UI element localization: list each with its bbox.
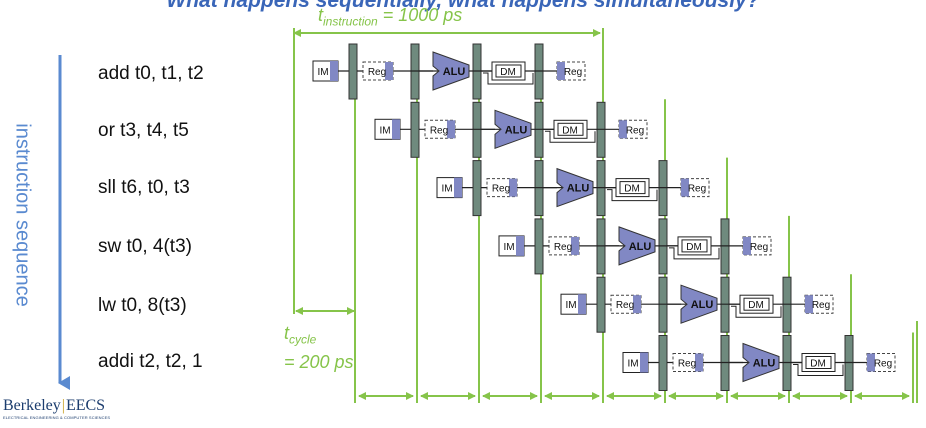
alu-block — [494, 109, 532, 150]
dm-block — [677, 236, 712, 256]
dm-block — [615, 178, 650, 198]
dm-label: DM — [624, 184, 640, 195]
reg-write-shade — [619, 120, 627, 139]
alu-label: ALU — [629, 241, 652, 253]
reg-write-shade — [557, 62, 565, 80]
dm-block — [801, 353, 836, 372]
reg-read-label: Reg — [430, 125, 448, 136]
dm-label: DM — [810, 359, 826, 370]
alu-label: ALU — [443, 66, 466, 78]
reg-write-shade — [805, 295, 813, 314]
dm-block — [739, 294, 774, 314]
dm-bypass-wire — [793, 364, 844, 376]
im-label: IM — [565, 300, 576, 311]
pipeline-register-1 — [596, 276, 606, 333]
dm-inner — [557, 122, 584, 136]
dm-block — [553, 119, 588, 139]
dm-inner — [805, 356, 832, 369]
dm-label: DM — [686, 242, 702, 253]
instruction-label-3: sll t6, t0, t3 — [98, 177, 190, 198]
reg-read-shade — [447, 120, 455, 139]
t-instruction-label: tinstruction = 1000 ps — [318, 5, 463, 29]
pipeline-row-5: IM Reg ALU DM Reg — [560, 276, 834, 333]
reg-read-label: Reg — [368, 67, 386, 78]
pipeline-row-2: IM Reg ALU DM Reg — [374, 101, 648, 158]
reg-write-shade — [681, 178, 689, 197]
instruction-label-2: or t3, t4, t5 — [98, 120, 189, 141]
im-block-shade — [516, 235, 524, 256]
reg-read-label: Reg — [616, 300, 634, 311]
alu-label: ALU — [505, 124, 528, 136]
alu-block — [556, 167, 594, 208]
pipeline-row-4: IM Reg ALU DM Reg — [498, 218, 772, 275]
pipeline-row-1: IM Reg ALU DM Reg — [312, 43, 586, 100]
alu-label: ALU — [691, 299, 714, 311]
alu-block — [432, 51, 470, 91]
reg-read-shade — [509, 178, 517, 197]
pipeline-register-1 — [658, 335, 668, 391]
dm-bypass-wire — [607, 189, 658, 202]
reg-write-label: Reg — [874, 359, 892, 370]
instruction-label-4: sw t0, 4(t3) — [98, 236, 192, 257]
alu-block — [618, 226, 656, 266]
dm-label: DM — [500, 67, 516, 78]
reg-read-shade — [571, 236, 579, 255]
reg-read-shade — [695, 353, 703, 372]
reg-write-label: Reg — [688, 184, 706, 195]
reg-read-shade — [633, 295, 641, 314]
im-label: IM — [441, 184, 452, 195]
reg-read-label: Reg — [492, 184, 510, 195]
reg-write-label: Reg — [626, 125, 644, 136]
berkeley-eecs-logo: Berkeley|EECS ELECTRICAL ENGINEERING & C… — [3, 397, 111, 420]
reg-write-shade — [743, 236, 751, 255]
reg-write-label: Reg — [750, 242, 768, 253]
im-label: IM — [503, 242, 514, 253]
dm-bypass-wire — [483, 72, 534, 85]
im-label: IM — [627, 359, 638, 370]
pipeline-register-1 — [472, 160, 482, 217]
headline: What happens sequentially, what happens … — [166, 0, 760, 12]
reg-read-label: Reg — [554, 242, 572, 253]
reg-read-shade — [385, 62, 393, 80]
dm-bypass-wire — [731, 305, 782, 318]
im-label: IM — [379, 125, 390, 136]
pipeline-register-1 — [534, 218, 544, 275]
im-label: IM — [317, 67, 328, 78]
reg-write-label: Reg — [564, 67, 582, 78]
instruction-label-5: lw t0, 8(t3) — [98, 295, 187, 316]
im-block-shade — [392, 119, 400, 140]
dm-inner — [681, 239, 708, 253]
im-block-shade — [578, 294, 586, 315]
pipeline-register-1 — [410, 101, 420, 158]
alu-block — [680, 284, 718, 324]
dm-block — [491, 61, 526, 81]
im-block-shade — [640, 352, 648, 373]
dm-inner — [743, 297, 770, 311]
reg-write-shade — [867, 353, 875, 372]
dm-label: DM — [748, 300, 764, 311]
im-block-shade — [330, 61, 338, 81]
pipeline-register-1 — [348, 43, 358, 100]
instruction-label-6: addi t2, t2, 1 — [98, 351, 203, 372]
dm-bypass-wire — [545, 130, 596, 143]
pipeline-row-3: IM Reg ALU DM Reg — [436, 160, 710, 217]
t-cycle-label: tcycle = 200 ps — [284, 323, 354, 372]
dm-bypass-wire — [669, 247, 720, 260]
im-block-shade — [454, 177, 462, 198]
dm-label: DM — [562, 125, 578, 136]
reg-write-label: Reg — [812, 300, 830, 311]
pipeline-row-6: IM Reg ALU DM Reg — [622, 335, 896, 391]
reg-read-label: Reg — [678, 359, 696, 370]
alu-block — [742, 342, 780, 383]
alu-label: ALU — [567, 183, 590, 195]
dm-inner — [619, 181, 646, 195]
dm-inner — [495, 64, 522, 78]
alu-label: ALU — [753, 358, 776, 370]
instruction-label-1: add t0, t1, t2 — [98, 63, 204, 84]
